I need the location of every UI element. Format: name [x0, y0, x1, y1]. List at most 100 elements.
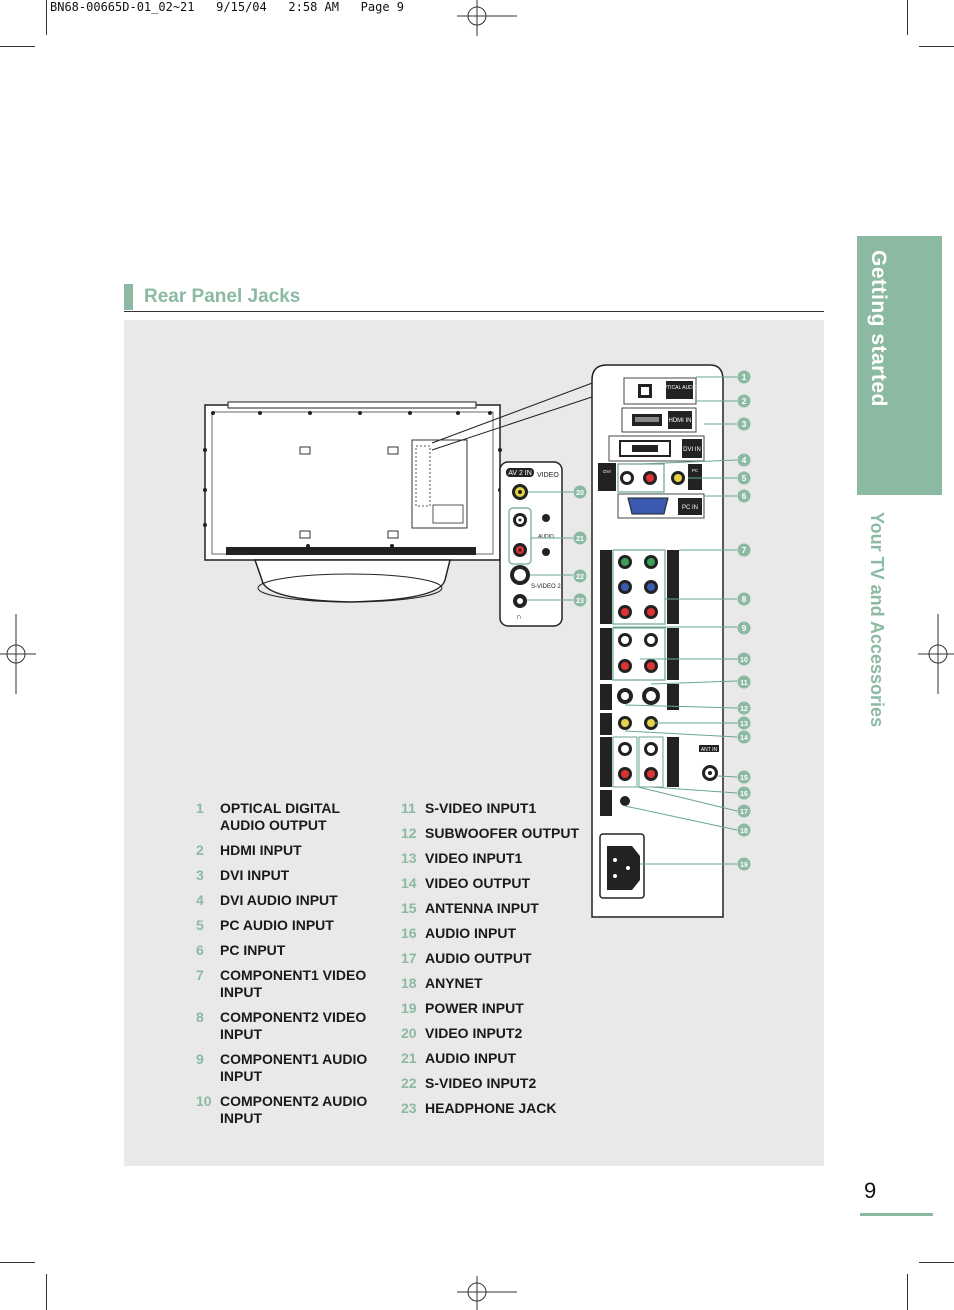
jack-label: S-VIDEO INPUT1 — [425, 800, 537, 816]
jack-label: AUDIO INPUT — [425, 1050, 516, 1066]
jack-list-item: 19 POWER INPUT — [401, 1000, 601, 1017]
side-av-panel: AV 2 IN VIDEO AUDIO S-VIDEO 2 ∩ — [499, 461, 563, 627]
jack-label: AUDIO INPUT — [425, 925, 516, 941]
jack-list-item: 22 S-VIDEO INPUT2 — [401, 1075, 601, 1092]
callout-marker: 18 — [737, 823, 751, 837]
pc-in-label: PC IN — [682, 505, 698, 511]
jack-number: 18 — [401, 975, 417, 991]
jack-label: HDMI INPUT — [220, 842, 302, 858]
crop-mark — [0, 1262, 35, 1263]
jack-list-item: 17 AUDIO OUTPUT — [401, 950, 601, 967]
jack-list-item: 20 VIDEO INPUT2 — [401, 1025, 601, 1042]
callout-leader-lines — [527, 376, 738, 865]
callout-marker: 2 — [737, 394, 751, 408]
jack-number: 20 — [401, 1025, 417, 1041]
callout-number: 20 — [576, 490, 584, 497]
jack-label: PC AUDIO INPUT — [220, 917, 334, 933]
jack-number: 11 — [401, 800, 416, 816]
jack-number: 21 — [401, 1050, 417, 1066]
callout-number: 2 — [742, 396, 747, 406]
svg-text:DVI: DVI — [603, 469, 611, 474]
callout-number: 1 — [742, 372, 747, 382]
section-tab-label: Getting started — [867, 250, 890, 407]
side-tab — [857, 236, 942, 495]
jack-label: AUDIO OUTPUT — [425, 950, 532, 966]
jack-label: VIDEO INPUT2 — [425, 1025, 523, 1041]
crop-mark — [919, 1262, 954, 1263]
jack-number: 4 — [196, 892, 204, 908]
jack-number: 8 — [196, 1009, 204, 1025]
crop-mark — [46, 0, 47, 35]
callout-marker: 9 — [737, 621, 751, 635]
callout-number: 8 — [742, 594, 747, 604]
jack-list-item: 12 SUBWOOFER OUTPUT — [401, 825, 601, 842]
callout-marker: 8 — [737, 592, 751, 606]
jack-label: S-VIDEO INPUT2 — [425, 1075, 537, 1091]
callout-marker: 3 — [737, 417, 751, 431]
jack-label: SUBWOOFER OUTPUT — [425, 825, 579, 841]
ant-in-label: ANT IN — [701, 747, 718, 753]
callout-marker: 5 — [737, 471, 751, 485]
section-title: Rear Panel Jacks — [144, 286, 301, 307]
optical-audio-label: OPTICAL AUDIO — [660, 385, 698, 391]
jack-number: 16 — [401, 925, 417, 941]
jack-label: PC INPUT — [220, 942, 286, 958]
callout-number: 21 — [576, 536, 584, 543]
callout-marker: 14 — [737, 730, 751, 744]
callout-number: 16 — [740, 791, 748, 798]
callout-number: 3 — [742, 419, 747, 429]
section-heading: Rear Panel Jacks — [124, 284, 300, 310]
jack-number: 12 — [401, 825, 417, 841]
callout-marker: 21 — [573, 531, 587, 545]
crop-mark — [907, 1274, 908, 1310]
hdmi-in-label: HDMI IN — [669, 418, 692, 424]
jack-number: 19 — [401, 1000, 417, 1016]
heading-accent-bar — [124, 284, 133, 310]
crop-mark — [0, 46, 35, 47]
tv-back-illustration — [203, 381, 596, 603]
jack-label: COMPONENT1 VIDEO INPUT — [220, 967, 367, 1000]
callout-number: 12 — [740, 706, 748, 713]
callout-marker: 13 — [737, 716, 751, 730]
svg-text:PC: PC — [692, 468, 699, 473]
jack-label: VIDEO OUTPUT — [425, 875, 531, 891]
svideo2-label: S-VIDEO 2 — [531, 584, 561, 590]
page-number-rule — [860, 1213, 933, 1216]
jack-list-item: 16 AUDIO INPUT — [401, 925, 601, 942]
rear-jack-panel: OPTICAL AUDIO HDMI IN DVI IN DVI PC PC I… — [591, 364, 724, 918]
registration-mark-icon — [918, 614, 954, 694]
jack-label: POWER INPUT — [425, 1000, 524, 1016]
audio-label: AUDIO — [538, 534, 554, 540]
print-header: BN68-00665D-01_02~21 9/15/04 2:58 AM Pag… — [50, 0, 405, 14]
callout-number: 6 — [742, 491, 747, 501]
jack-number: 14 — [401, 875, 417, 891]
jack-number: 22 — [401, 1075, 417, 1091]
jack-number: 15 — [401, 900, 417, 916]
jack-label: HEADPHONE JACK — [425, 1100, 557, 1116]
jack-number: 5 — [196, 917, 204, 933]
jack-list-item: 14 VIDEO OUTPUT — [401, 875, 601, 892]
crop-mark — [907, 0, 908, 35]
callout-number: 9 — [742, 623, 747, 633]
jack-number: 9 — [196, 1051, 204, 1067]
callout-number: 17 — [740, 809, 748, 816]
registration-mark-icon — [0, 614, 36, 694]
jack-list-item: 21 AUDIO INPUT — [401, 1050, 601, 1067]
callout-marker: 15 — [737, 770, 751, 784]
callout-number: 7 — [742, 545, 747, 555]
callout-marker: 22 — [573, 569, 587, 583]
callout-marker: 4 — [737, 453, 751, 467]
jack-number: 17 — [401, 950, 417, 966]
jack-label: OPTICAL DIGITAL AUDIO OUTPUT — [220, 800, 340, 833]
